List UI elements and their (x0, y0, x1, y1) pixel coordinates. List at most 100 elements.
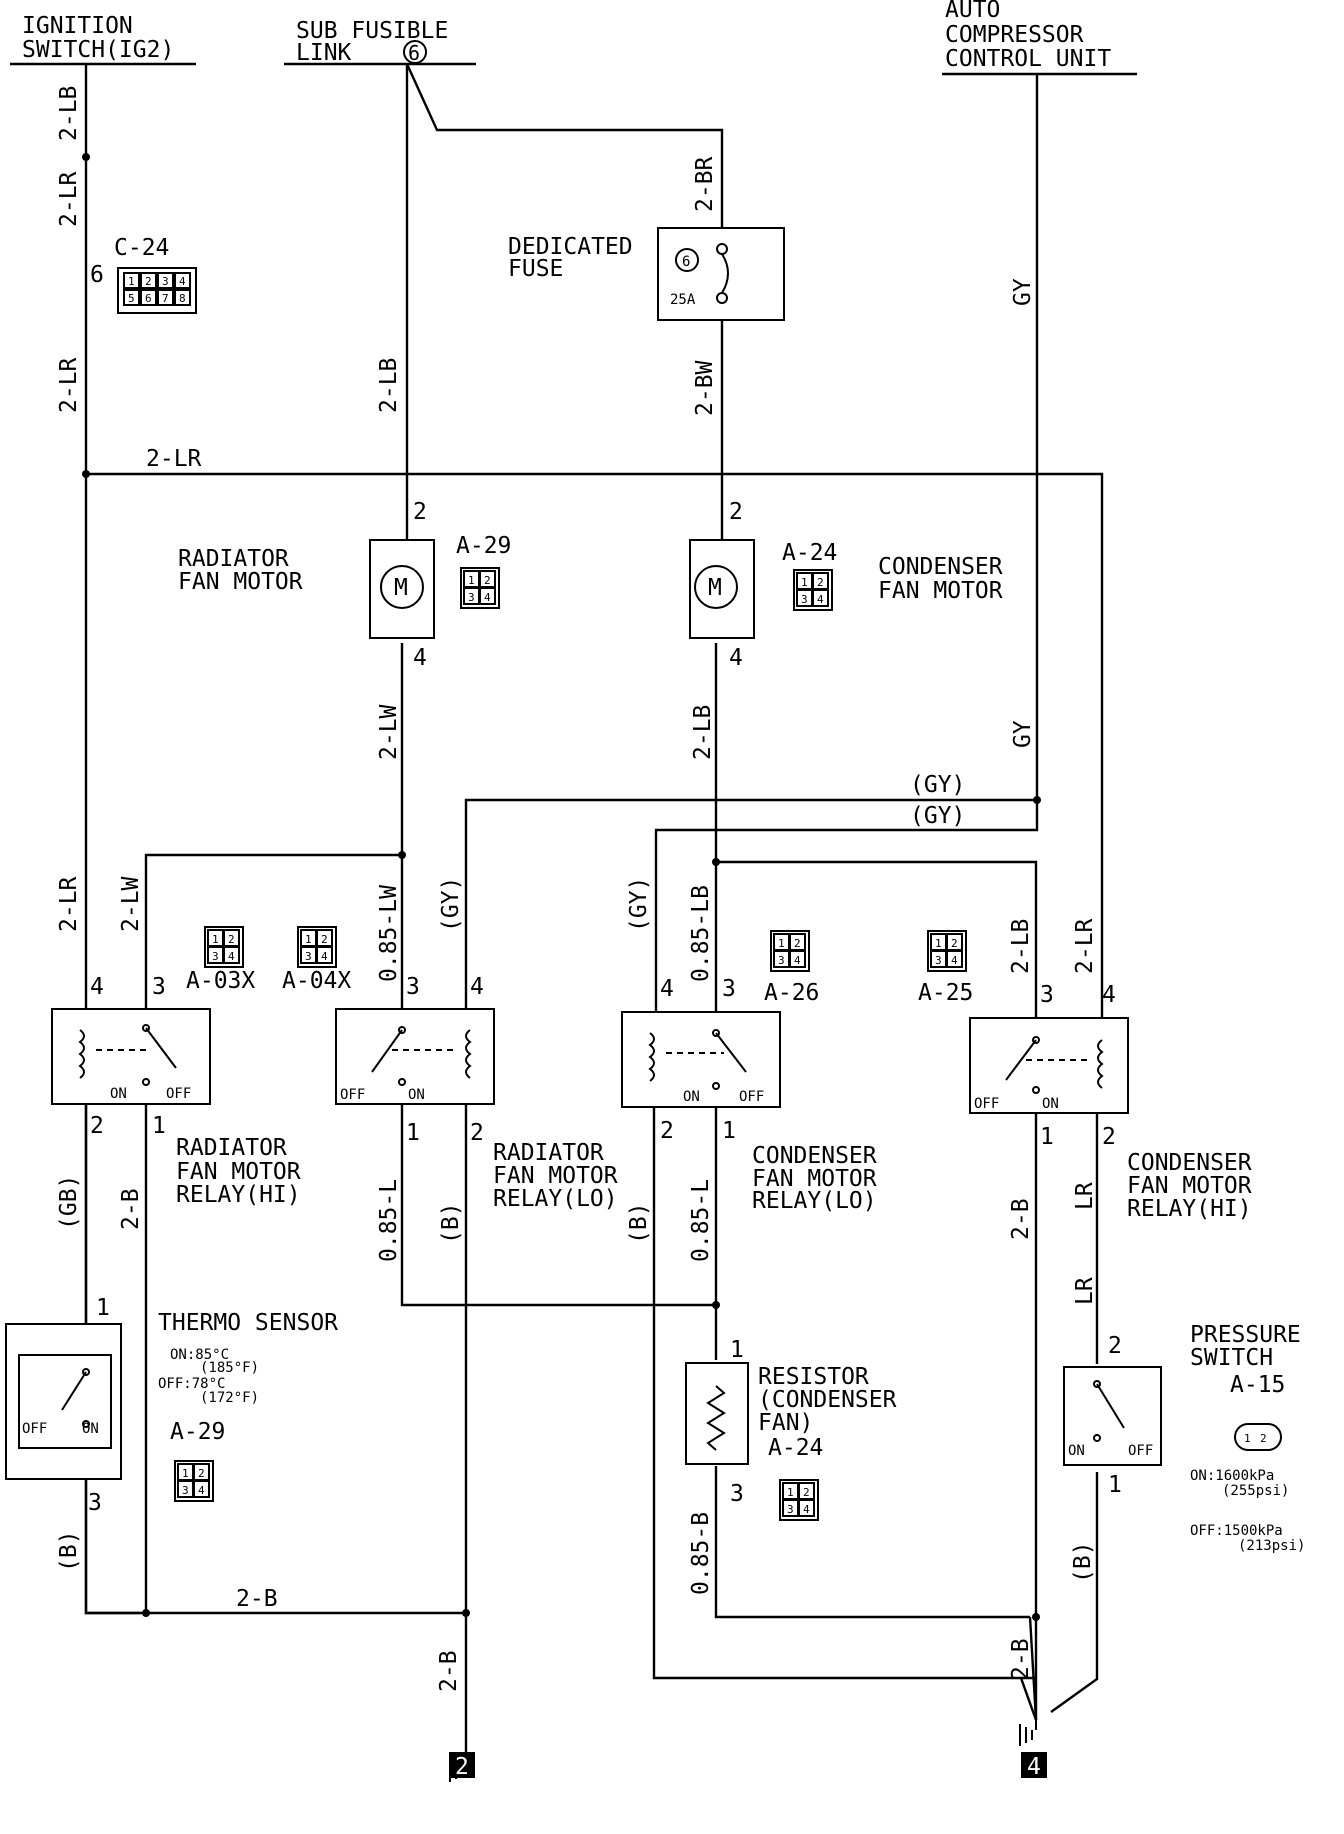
connector-pin-number: 1 (305, 933, 312, 946)
wire-label-auto-lower: GY (1010, 720, 1036, 748)
svg-text:1: 1 (152, 1113, 166, 1139)
svg-text:OFF:1500kPa: OFF:1500kPa (1190, 1523, 1283, 1539)
connector-pin-number: 4 (228, 950, 235, 963)
connector-pin-number: 4 (803, 1503, 810, 1516)
wire-label-rad-hi-4: 2-LR (56, 876, 82, 932)
svg-text:RADIATOR: RADIATOR (493, 1140, 604, 1166)
connector-pin (123, 289, 140, 306)
wire-label-thermo-out: (B) (56, 1530, 82, 1572)
svg-text:1: 1 (1040, 1124, 1054, 1150)
wire-label-rad-lo-2: (B) (438, 1202, 464, 1244)
svg-text:4: 4 (90, 974, 104, 1000)
wire-label-rad-motor-out: 2-LW (376, 704, 402, 760)
ignition-switch-label: IGNITION SWITCH(IG2) (22, 13, 174, 63)
connector-pin-number: 2 (951, 937, 958, 950)
connector-pin-number: 1 (212, 933, 219, 946)
wire-label-auto-top: GY (1010, 278, 1036, 306)
connector-pin (140, 272, 157, 289)
connector-pin-number: 2 (321, 933, 328, 946)
svg-text:2: 2 (1260, 1432, 1267, 1445)
svg-text:OFF: OFF (166, 1086, 191, 1102)
connector-pin-number: 1 (468, 574, 475, 587)
svg-text:ON: ON (1042, 1096, 1059, 1112)
connector-pin-number: 1 (935, 937, 942, 950)
svg-text:(255psi): (255psi) (1222, 1483, 1289, 1499)
svg-text:A-29: A-29 (456, 533, 511, 559)
svg-text:3: 3 (406, 974, 420, 1000)
connector-pin (316, 946, 333, 964)
connector-pin-number: 1 (778, 937, 785, 950)
connector-pin-number: 3 (182, 1484, 189, 1497)
relay-internals (78, 1024, 1104, 1094)
connector-pin-number: 1 (787, 1486, 794, 1499)
svg-text:OFF: OFF (739, 1089, 764, 1105)
svg-text:DEDICATED: DEDICATED (508, 234, 633, 260)
connector-pin (157, 289, 174, 306)
connector-pin (946, 950, 963, 968)
condenser-fan-motor: CONDENSER FAN MOTOR M 2 4 A-24 (689, 499, 1003, 671)
svg-text:A-04X: A-04X (282, 968, 351, 994)
svg-text:RELAY(HI): RELAY(HI) (176, 1182, 301, 1208)
svg-text:C-24: C-24 (114, 235, 169, 261)
wire-label-rad-lo-4: (GY) (438, 877, 464, 932)
svg-text:PRESSURE: PRESSURE (1190, 1322, 1301, 1348)
svg-text:25A: 25A (670, 292, 696, 308)
relay-condenser-lo: ON OFF 4 3 2 1 CONDENSER FAN MOTOR RELAY… (621, 976, 877, 1214)
wire-label-rad-hi-1: 2-B (118, 1188, 144, 1230)
dedicated-fuse: DEDICATED FUSE 6 25A (508, 227, 785, 321)
connector-pin-number: 4 (179, 275, 186, 288)
junction-dots (82, 153, 1041, 1621)
connector-pin-number: 3 (801, 593, 808, 606)
svg-text:OFF:78°C: OFF:78°C (158, 1376, 225, 1392)
svg-text:FAN): FAN) (758, 1410, 813, 1436)
wire-label-rad-hi-3: 2-LW (118, 876, 144, 932)
wire-label-sub-fusible: 2-LB (376, 358, 402, 413)
svg-text:3: 3 (722, 976, 736, 1002)
svg-text:(213psi): (213psi) (1238, 1538, 1305, 1554)
svg-text:ON: ON (1068, 1443, 1085, 1459)
connector-pin-number: 3 (305, 950, 312, 963)
svg-text:ON:1600kPa: ON:1600kPa (1190, 1468, 1274, 1484)
svg-text:3: 3 (152, 974, 166, 1000)
svg-text:ON: ON (408, 1087, 425, 1103)
svg-text:2: 2 (470, 1120, 484, 1146)
connector-pin-number: 4 (817, 593, 824, 606)
svg-text:RADIATOR: RADIATOR (176, 1135, 287, 1161)
svg-text:A-29: A-29 (170, 1419, 225, 1445)
svg-text:A-25: A-25 (918, 980, 973, 1006)
connector-pin (789, 950, 806, 968)
wires (10, 62, 1137, 1752)
wire-label-cond-lo-2: (B) (626, 1202, 652, 1244)
svg-text:FAN MOTOR: FAN MOTOR (493, 1163, 618, 1189)
connector-pin-number: 8 (179, 292, 186, 305)
wire-label-rad-hi-2: (GB) (56, 1175, 82, 1230)
svg-text:3: 3 (730, 1481, 744, 1507)
connector-pin-number: 3 (162, 275, 169, 288)
connector-pin (223, 946, 240, 964)
wire-label-press-out: (B) (1070, 1541, 1096, 1583)
svg-text:2: 2 (1102, 1124, 1116, 1150)
svg-text:FAN MOTOR: FAN MOTOR (176, 1159, 301, 1185)
connector-pin-number: 1 (128, 275, 135, 288)
wire-label-cond-lo-1: 0.85-L (688, 1179, 714, 1262)
svg-text:FAN MOTOR: FAN MOTOR (1127, 1173, 1252, 1199)
connector-pin (174, 272, 191, 289)
wire-label-g2: 2-B (436, 1650, 462, 1692)
svg-text:M: M (394, 575, 408, 601)
wire-label-cond-hi-2: LR (1072, 1182, 1098, 1210)
wire-label-ign-c24-above: 2-LR (56, 171, 82, 227)
svg-text:1: 1 (722, 1118, 736, 1144)
connector-pin (479, 587, 496, 605)
pressure-switch: ON OFF 2 1 PRESSURE SWITCH A-15 ON:1600k… (1063, 1322, 1305, 1554)
svg-text:OFF: OFF (22, 1421, 47, 1437)
wire-label-cond-lo-3: 0.85-LB (688, 885, 714, 982)
wire-label-fuse-in: 2-BR (692, 156, 718, 212)
wire-label-cond-hi-3: 2-LB (1008, 919, 1034, 974)
connector-pin (193, 1480, 210, 1498)
connector-pin-number: 2 (803, 1486, 810, 1499)
connector-pin-number: 2 (794, 937, 801, 950)
wire-label-cond-lo-4: (GY) (626, 877, 652, 932)
svg-text:A-26: A-26 (764, 980, 819, 1006)
connector-pin-number: 5 (128, 292, 135, 305)
